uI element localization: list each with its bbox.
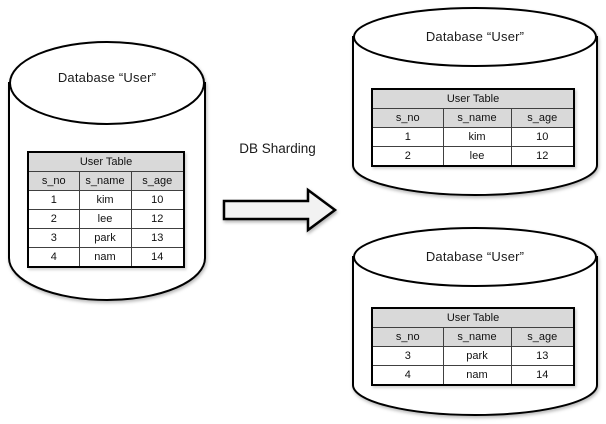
- source-database: Database “User” User Table s_no s_name s…: [8, 40, 206, 302]
- table-header-row: s_no s_name s_age: [371, 108, 575, 128]
- table-cell: 1: [371, 127, 444, 147]
- table-row: 3 park 13: [27, 228, 185, 248]
- table-cell: 4: [371, 365, 444, 386]
- table-header-row: s_no s_name s_age: [371, 327, 575, 347]
- table-cell: nam: [442, 365, 512, 386]
- database-title: Database “User”: [425, 249, 525, 264]
- column-header: s_no: [371, 108, 444, 128]
- table-cell: 3: [371, 346, 444, 366]
- column-header: s_no: [371, 327, 444, 347]
- database-title: Database “User”: [425, 29, 525, 44]
- table-cell: lee: [442, 146, 512, 167]
- table-title-row: User Table: [27, 151, 185, 172]
- table-cell: 13: [130, 228, 185, 248]
- table-title-row: User Table: [371, 307, 575, 328]
- table-cell: 12: [130, 209, 185, 229]
- column-header: s_no: [27, 171, 80, 191]
- table-title: User Table: [371, 307, 575, 328]
- table-row: 2 lee 12: [27, 209, 185, 229]
- table-row: 1 kim 10: [27, 190, 185, 210]
- table-row: 3 park 13: [371, 346, 575, 366]
- table-cell: 2: [27, 209, 80, 229]
- column-header: s_age: [510, 108, 575, 128]
- table-cell: 14: [130, 247, 185, 268]
- shard-database-bottom: Database “User” User Table s_no s_name s…: [352, 225, 598, 417]
- table-row: 4 nam 14: [27, 247, 185, 268]
- table-cell: kim: [442, 127, 512, 147]
- user-table: User Table s_no s_name s_age 1 kim 10 2 …: [27, 151, 186, 268]
- table-header-row: s_no s_name s_age: [27, 171, 185, 191]
- column-header: s_age: [130, 171, 185, 191]
- table-cell: park: [78, 228, 132, 248]
- db-sharding-label: DB Sharding: [239, 141, 316, 156]
- user-table: User Table s_no s_name s_age 3 park 13 4…: [371, 307, 576, 386]
- table-cell: 10: [510, 127, 575, 147]
- table-row: 1 kim 10: [371, 127, 575, 147]
- table-cell: 10: [130, 190, 185, 210]
- column-header: s_name: [442, 108, 512, 128]
- shard-database-top: Database “User” User Table s_no s_name s…: [352, 5, 598, 197]
- user-table: User Table s_no s_name s_age 1 kim 10 2 …: [371, 88, 576, 167]
- table-title-row: User Table: [371, 88, 575, 109]
- table-cell: kim: [78, 190, 132, 210]
- table-cell: 14: [510, 365, 575, 386]
- column-header: s_age: [510, 327, 575, 347]
- right-arrow-icon: [222, 187, 338, 233]
- table-title: User Table: [27, 151, 185, 172]
- table-cell: park: [442, 346, 512, 366]
- table-row: 4 nam 14: [371, 365, 575, 386]
- table-cell: lee: [78, 209, 132, 229]
- table-title: User Table: [371, 88, 575, 109]
- table-cell: 3: [27, 228, 80, 248]
- column-header: s_name: [442, 327, 512, 347]
- column-header: s_name: [78, 171, 132, 191]
- table-cell: nam: [78, 247, 132, 268]
- table-cell: 13: [510, 346, 575, 366]
- table-cell: 1: [27, 190, 80, 210]
- table-row: 2 lee 12: [371, 146, 575, 167]
- table-cell: 4: [27, 247, 80, 268]
- table-cell: 2: [371, 146, 444, 167]
- table-cell: 12: [510, 146, 575, 167]
- database-title: Database “User”: [57, 70, 157, 85]
